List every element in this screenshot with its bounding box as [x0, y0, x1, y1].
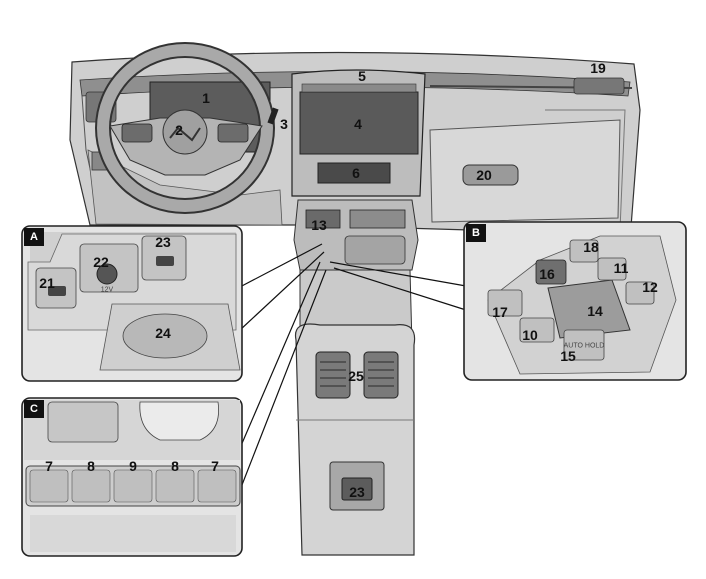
label-18: 18 [583, 239, 599, 255]
label-9: 9 [129, 458, 137, 474]
main-callouts: 1 2 3 4 5 6 13 19 20 23 25 [175, 60, 606, 500]
floor-console [294, 269, 416, 556]
panel-a-tag: A [30, 231, 38, 243]
panel-b-tag-bg [466, 224, 486, 242]
auto-hold-button [563, 329, 605, 361]
panel-a: 12V A 21 22 23 24 [21, 225, 243, 382]
label-4: 4 [354, 116, 362, 132]
console-switches [305, 209, 341, 229]
gear-selector [547, 279, 631, 339]
label-1: 1 [202, 90, 210, 106]
label-13: 13 [311, 217, 327, 233]
column-lever [267, 107, 279, 125]
label-6: 6 [352, 165, 360, 181]
right-vent [573, 77, 625, 95]
climate-display [317, 162, 391, 184]
label-7-right: 7 [211, 458, 219, 474]
usb-port-a2 [156, 256, 174, 266]
panel-a-tag-bg [24, 228, 44, 246]
label-17: 17 [492, 304, 508, 320]
center-stack [291, 69, 426, 271]
label-8-left: 8 [87, 458, 95, 474]
socket-label: 12V [101, 287, 114, 294]
label-20: 20 [476, 167, 492, 183]
glove-box-handle [462, 164, 519, 186]
label-15: 15 [560, 348, 576, 364]
label-16: 16 [539, 266, 555, 282]
label-24: 24 [155, 325, 171, 341]
cup-holder [344, 235, 406, 265]
label-12: 12 [642, 279, 658, 295]
auto-hold-text: AUTO HOLD [564, 343, 605, 350]
panel-c-tag-bg [24, 400, 44, 418]
label-8-right: 8 [171, 458, 179, 474]
speaker-grille [139, 401, 219, 441]
label-14: 14 [587, 303, 603, 319]
panel-c-tag: C [30, 403, 38, 415]
label-19: 19 [590, 60, 606, 76]
label-23-rear: 23 [349, 484, 365, 500]
rear-vent-left [315, 351, 351, 399]
steering-wheel [95, 42, 279, 214]
label-25: 25 [348, 368, 364, 384]
panel-b-tag: B [472, 227, 480, 239]
label-10: 10 [522, 327, 538, 343]
label-22: 22 [93, 254, 109, 270]
label-21: 21 [39, 275, 55, 291]
usb-port-a [48, 286, 66, 296]
wireless-charging-pad [122, 313, 208, 359]
label-5: 5 [358, 68, 366, 84]
label-11: 11 [614, 260, 629, 276]
callout-lines [237, 243, 467, 491]
rear-usb-port [341, 477, 373, 501]
label-3: 3 [280, 116, 288, 132]
label-7-left: 7 [45, 458, 53, 474]
panel-b: AUTO HOLD B 10 11 12 14 15 16 17 18 [463, 221, 687, 381]
rear-vent-right [363, 351, 399, 399]
center-vent [301, 83, 417, 93]
panel-c: C 7 8 9 8 7 [21, 397, 243, 557]
label-23: 23 [155, 234, 171, 250]
power-outlet [96, 263, 118, 285]
label-2: 2 [175, 122, 183, 138]
